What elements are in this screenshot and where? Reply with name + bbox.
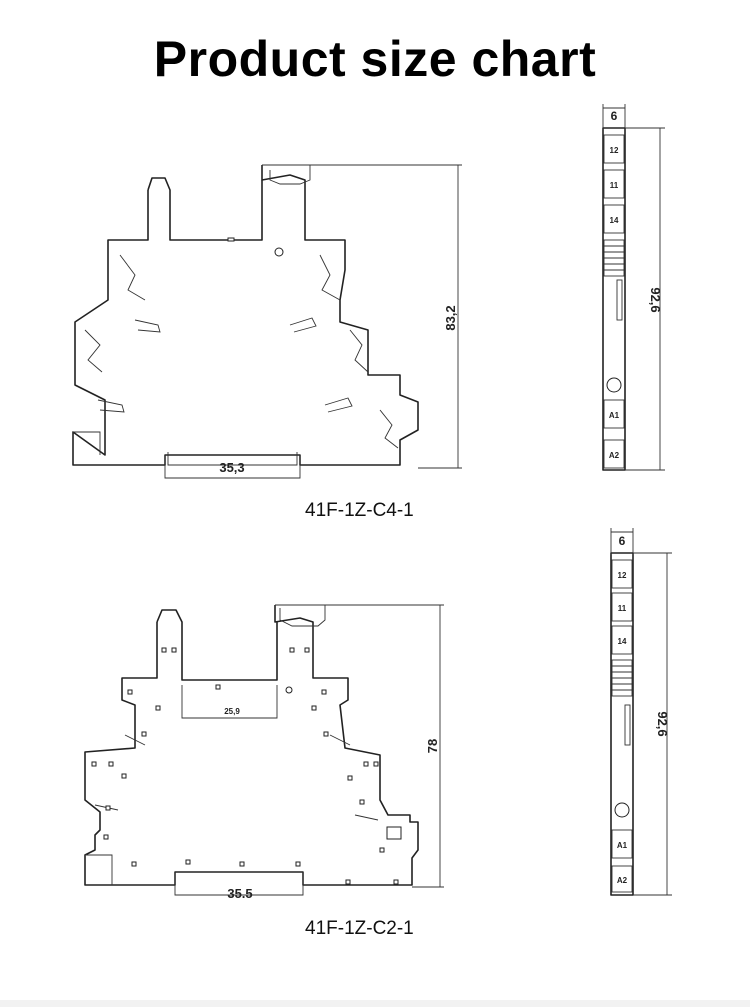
top-side-width-dimension: 6 [611,109,618,123]
bottom-height-dimension: 78 [425,739,440,753]
top-side-view [602,104,665,471]
top-side-label-a1: A1 [609,411,620,420]
bottom-width-dimension: 35.5 [227,886,252,901]
bottom-side-view [610,528,672,896]
bottom-model-caption: 41F-1Z-C2-1 [305,918,414,939]
top-width-dimension: 35,3 [219,460,244,475]
bottom-inner-dimension: 25,9 [224,707,240,716]
top-side-height-dimension: 92,6 [648,287,663,312]
bottom-side-label-14: 14 [618,637,627,646]
top-front-view [72,164,462,479]
page-bottom-divider [0,1000,750,1007]
bottom-front-view [84,604,444,896]
top-side-label-14: 14 [610,216,619,225]
top-side-label-12: 12 [610,146,619,155]
page-title: Product size chart [153,31,597,87]
bottom-side-label-a2: A2 [617,876,628,885]
bottom-side-width-dimension: 6 [619,534,626,548]
bottom-side-label-a1: A1 [617,841,628,850]
bottom-side-label-11: 11 [618,604,627,613]
top-height-dimension: 83,2 [443,305,458,330]
bottom-side-label-12: 12 [618,571,627,580]
top-side-label-a2: A2 [609,451,620,460]
top-model-caption: 41F-1Z-C4-1 [305,500,414,521]
top-side-label-11: 11 [610,181,619,190]
bottom-side-height-dimension: 92,6 [655,711,670,736]
